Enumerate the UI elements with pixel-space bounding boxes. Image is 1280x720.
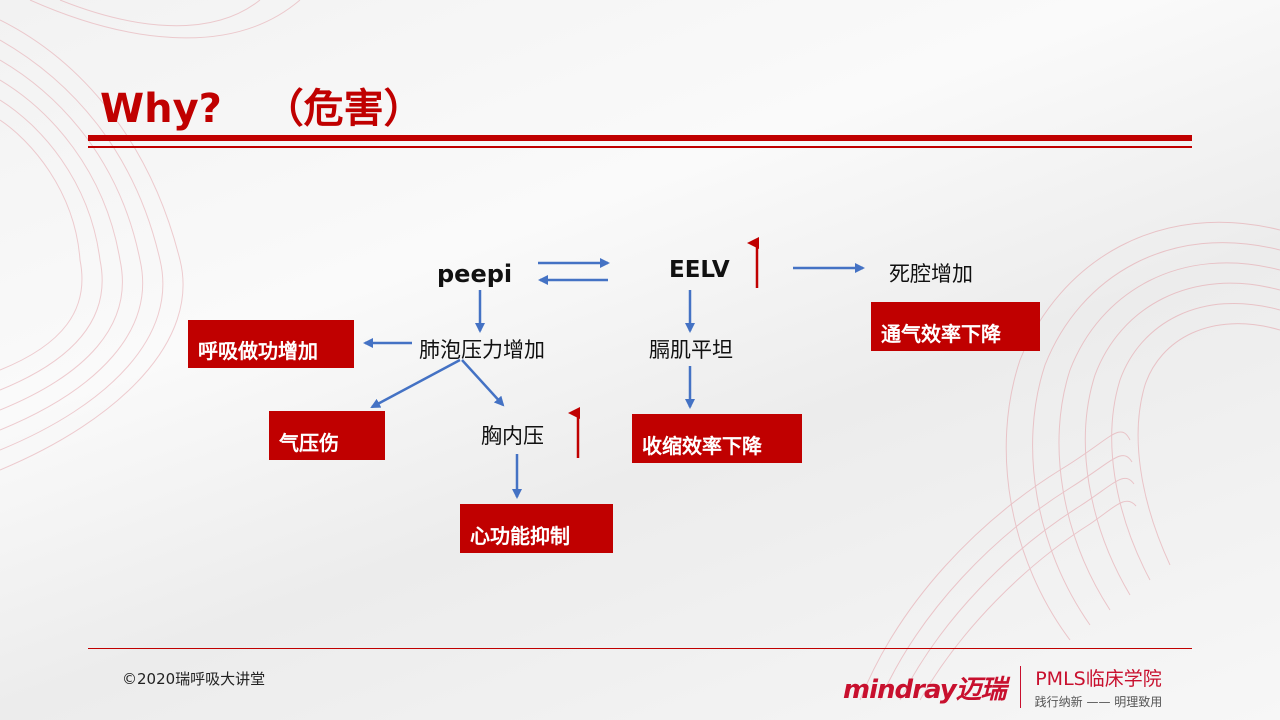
node-eelv: EELV xyxy=(669,257,730,283)
arrow-alveolar-to-intrathoracic xyxy=(461,359,505,407)
logo-mindray-text: mindray迈瑞 xyxy=(843,674,1007,705)
logo-academy-block: PMLS临床学院 践行纳新 —— 明理致用 xyxy=(1035,664,1163,710)
outcome-ventilation-efficiency: 通气效率下降 xyxy=(871,302,1040,351)
node-diaphragm: 膈肌平坦 xyxy=(649,338,733,362)
node-intrathoracic-pressure: 胸内压 xyxy=(481,424,544,448)
outcome-cardiac-depression: 心功能抑制 xyxy=(460,504,613,553)
slide-title: Why? （危害） xyxy=(100,86,424,132)
footer-rule xyxy=(88,648,1192,649)
logo-motto: 践行纳新 —— 明理致用 xyxy=(1034,695,1163,709)
node-peepi: peepi xyxy=(437,260,513,288)
arrow-alveolar-to-barotrauma xyxy=(370,358,461,409)
title-underline-thick xyxy=(88,135,1192,141)
node-dead-space: 死腔增加 xyxy=(889,262,973,286)
logo-academy-name: PMLS临床学院 xyxy=(1035,668,1162,690)
node-alveolar-pressure: 肺泡压力增加 xyxy=(419,338,545,362)
title-underline-thin xyxy=(88,146,1192,148)
outcome-work-of-breathing: 呼吸做功增加 xyxy=(188,320,354,368)
logo-separator xyxy=(1019,666,1021,708)
outcome-contraction-efficiency: 收缩效率下降 xyxy=(632,414,802,463)
outcome-barotrauma: 气压伤 xyxy=(269,411,385,460)
brand-logo: mindray迈瑞 PMLS临床学院 践行纳新 —— 明理致用 xyxy=(843,664,1162,710)
footer-copyright: ©2020瑞呼吸大讲堂 xyxy=(122,670,266,688)
